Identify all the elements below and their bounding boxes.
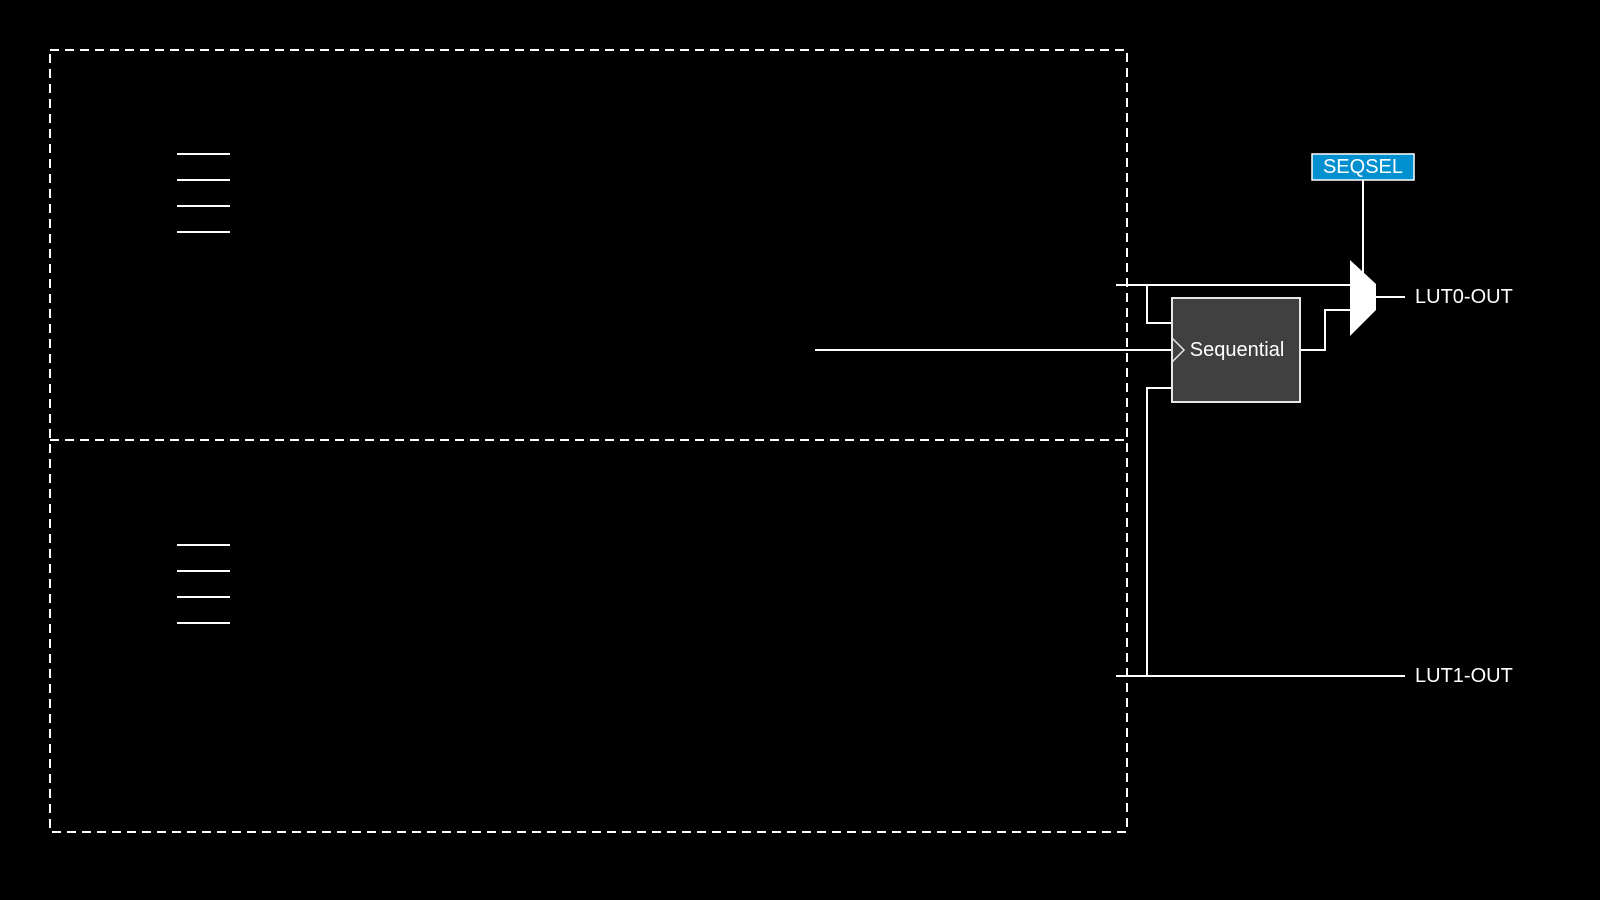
lut1-section: Filter/ Synch Edge Detector INSEL TRUTH …: [177, 544, 230, 624]
sequential-block: [1171, 297, 1301, 403]
sequential-clock-icon: [1171, 337, 1186, 363]
lut0-section: Filter/ Synch Edge Detector INSEL TRUTH …: [177, 153, 230, 233]
sequential-to-seqmux-wire: [1300, 309, 1350, 351]
sequential-section: Sequential SEQSEL LUT0-OUT LUT1-OUT: [815, 153, 1513, 687]
insel-input-wires: Filter/ Synch Edge Detector INSEL TRUTH …: [177, 544, 230, 624]
seqsel-label: SEQSEL: [1323, 156, 1403, 178]
sequential-label: Sequential: [1190, 339, 1285, 361]
seqsel-mux: [1350, 260, 1376, 336]
lut1-to-sequential-wire: [1146, 387, 1172, 676]
seqsel-register[interactable]: [1311, 153, 1415, 181]
lut0-to-sequential-wire: [1146, 285, 1172, 324]
lut-boundaries: [49, 49, 1128, 833]
lut1-out-label: LUT1-OUT: [1415, 665, 1513, 687]
insel-input-wires: Filter/ Synch Edge Detector INSEL TRUTH …: [177, 153, 230, 233]
lut0-out-label: LUT0-OUT: [1415, 286, 1513, 308]
